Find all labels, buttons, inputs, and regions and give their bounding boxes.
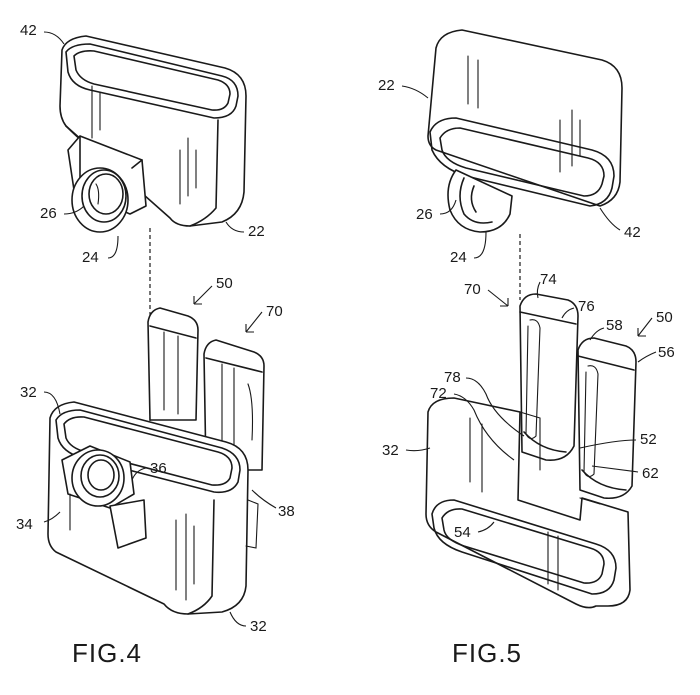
- label-24: 24: [450, 249, 467, 266]
- fig5-drawing: [426, 30, 636, 608]
- label-50: 50: [656, 309, 673, 326]
- label-70: 70: [464, 281, 481, 298]
- label-54: 54: [454, 524, 471, 541]
- label-58: 58: [606, 317, 623, 334]
- label-36: 36: [150, 460, 167, 477]
- label-78: 78: [444, 369, 461, 386]
- label-26: 26: [416, 206, 433, 223]
- label-74: 74: [540, 271, 557, 288]
- label-24: 24: [82, 249, 99, 266]
- fig4-upper-housing: [60, 36, 246, 232]
- fig4-drawing: [48, 36, 264, 614]
- label-76: 76: [578, 298, 595, 315]
- label-32-top: 32: [20, 384, 37, 401]
- figure-caption-fig4: FIG.4: [72, 638, 142, 668]
- label-26: 26: [40, 205, 57, 222]
- label-56: 56: [658, 344, 675, 361]
- label-52: 52: [640, 431, 657, 448]
- label-32-bottom: 32: [250, 618, 267, 635]
- label-42: 42: [624, 224, 641, 241]
- fig5-upper-housing: [428, 30, 622, 232]
- label-62: 62: [642, 465, 659, 482]
- label-34: 34: [16, 516, 33, 533]
- figure-caption-fig5: FIG.5: [452, 638, 522, 668]
- label-38: 38: [278, 503, 295, 520]
- label-72: 72: [430, 385, 447, 402]
- label-32: 32: [382, 442, 399, 459]
- label-42: 42: [20, 22, 37, 39]
- label-22: 22: [248, 223, 265, 240]
- label-22: 22: [378, 77, 395, 94]
- label-50: 50: [216, 275, 233, 292]
- label-70: 70: [266, 303, 283, 320]
